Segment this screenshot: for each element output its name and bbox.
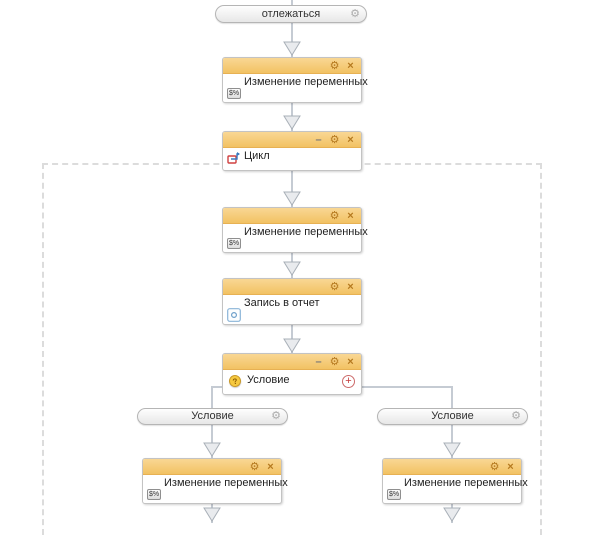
arrowhead-icon: [283, 191, 301, 206]
close-icon[interactable]: ×: [507, 460, 514, 473]
connector-line: [360, 386, 453, 388]
change-variables-node-3[interactable]: ⚙ × $% Изменение переменных: [142, 458, 288, 504]
connector-line: [211, 386, 213, 408]
gear-icon[interactable]: ⚙: [350, 8, 360, 20]
node-header: ⚙ ×: [223, 58, 361, 74]
connector-line: [291, 171, 293, 207]
add-branch-icon[interactable]: +: [342, 375, 355, 388]
connector-line: [291, 0, 293, 6]
node-label: Изменение переменных: [164, 477, 288, 489]
gear-icon[interactable]: ⚙: [329, 59, 340, 72]
change-variables-node-2[interactable]: ⚙ × $% Изменение переменных: [222, 207, 368, 253]
arrowhead-icon: [443, 507, 461, 522]
node-header: ⚙ ×: [143, 459, 281, 475]
node-header: ⚙ ×: [223, 279, 361, 295]
arrowhead-icon: [283, 261, 301, 276]
arrowhead-icon: [203, 507, 221, 522]
gear-icon[interactable]: ⚙: [249, 460, 260, 473]
node-body: $% Изменение переменных: [143, 475, 288, 504]
branch-left-label: Условие: [191, 410, 234, 422]
node-header: ⚙ ×: [383, 459, 521, 475]
node-label: Изменение переменных: [404, 477, 528, 489]
node-label: Запись в отчет: [244, 297, 320, 309]
node-header: ⚙ ×: [223, 208, 361, 224]
gear-icon[interactable]: ⚙: [511, 410, 521, 422]
close-icon[interactable]: ×: [267, 460, 274, 473]
condition-node[interactable]: – ⚙ × ? Условие +: [222, 353, 362, 395]
close-icon[interactable]: ×: [347, 133, 354, 146]
variables-icon: $%: [227, 238, 241, 249]
gear-icon[interactable]: ⚙: [329, 355, 340, 368]
connector-line: [211, 386, 225, 388]
node-body: ? Условие +: [223, 370, 361, 395]
arrowhead-icon: [203, 442, 221, 457]
node-body: Цикл: [223, 148, 361, 171]
loop-node[interactable]: – ⚙ × Цикл: [222, 131, 362, 171]
arrowhead-icon: [283, 41, 301, 56]
start-pill-node[interactable]: отлежаться ⚙: [215, 5, 367, 23]
variables-icon: $%: [147, 489, 161, 500]
arrowhead-icon: [443, 442, 461, 457]
gear-icon[interactable]: ⚙: [271, 410, 281, 422]
loop-icon: [227, 151, 241, 165]
variables-icon: $%: [227, 88, 241, 99]
connector-line: [451, 386, 453, 408]
report-icon: [227, 308, 241, 322]
branch-right-pill[interactable]: Условие ⚙: [377, 408, 528, 425]
arrowhead-icon: [283, 338, 301, 353]
write-report-node[interactable]: ⚙ × Запись в отчет: [222, 278, 362, 325]
change-variables-node-4[interactable]: ⚙ × $% Изменение переменных: [382, 458, 528, 504]
node-label: Условие: [247, 374, 290, 386]
node-body: $% Изменение переменных: [223, 74, 368, 103]
node-header: – ⚙ ×: [223, 354, 361, 370]
gear-icon[interactable]: ⚙: [329, 133, 340, 146]
connector-line: [451, 425, 453, 458]
node-body: $% Изменение переменных: [223, 224, 368, 253]
branch-left-pill[interactable]: Условие ⚙: [137, 408, 288, 425]
arrowhead-icon: [283, 115, 301, 130]
gear-icon[interactable]: ⚙: [329, 280, 340, 293]
node-label: Изменение переменных: [244, 226, 368, 238]
node-header: – ⚙ ×: [223, 132, 361, 148]
node-label: Изменение переменных: [244, 76, 368, 88]
condition-icon: ?: [227, 373, 243, 389]
close-icon[interactable]: ×: [347, 280, 354, 293]
node-body: $% Изменение переменных: [383, 475, 528, 504]
gear-icon[interactable]: ⚙: [489, 460, 500, 473]
close-icon[interactable]: ×: [347, 209, 354, 222]
gear-icon[interactable]: ⚙: [329, 209, 340, 222]
minimize-icon[interactable]: –: [315, 133, 322, 146]
close-icon[interactable]: ×: [347, 355, 354, 368]
node-label: Цикл: [244, 150, 270, 162]
connector-line: [291, 23, 293, 57]
start-pill-label: отлежаться: [261, 8, 321, 20]
node-body: Запись в отчет: [223, 295, 361, 325]
connector-line: [211, 425, 213, 458]
variables-icon: $%: [387, 489, 401, 500]
minimize-icon[interactable]: –: [315, 355, 322, 368]
branch-right-label: Условие: [431, 410, 474, 422]
change-variables-node-1[interactable]: ⚙ × $% Изменение переменных: [222, 57, 368, 103]
close-icon[interactable]: ×: [347, 59, 354, 72]
